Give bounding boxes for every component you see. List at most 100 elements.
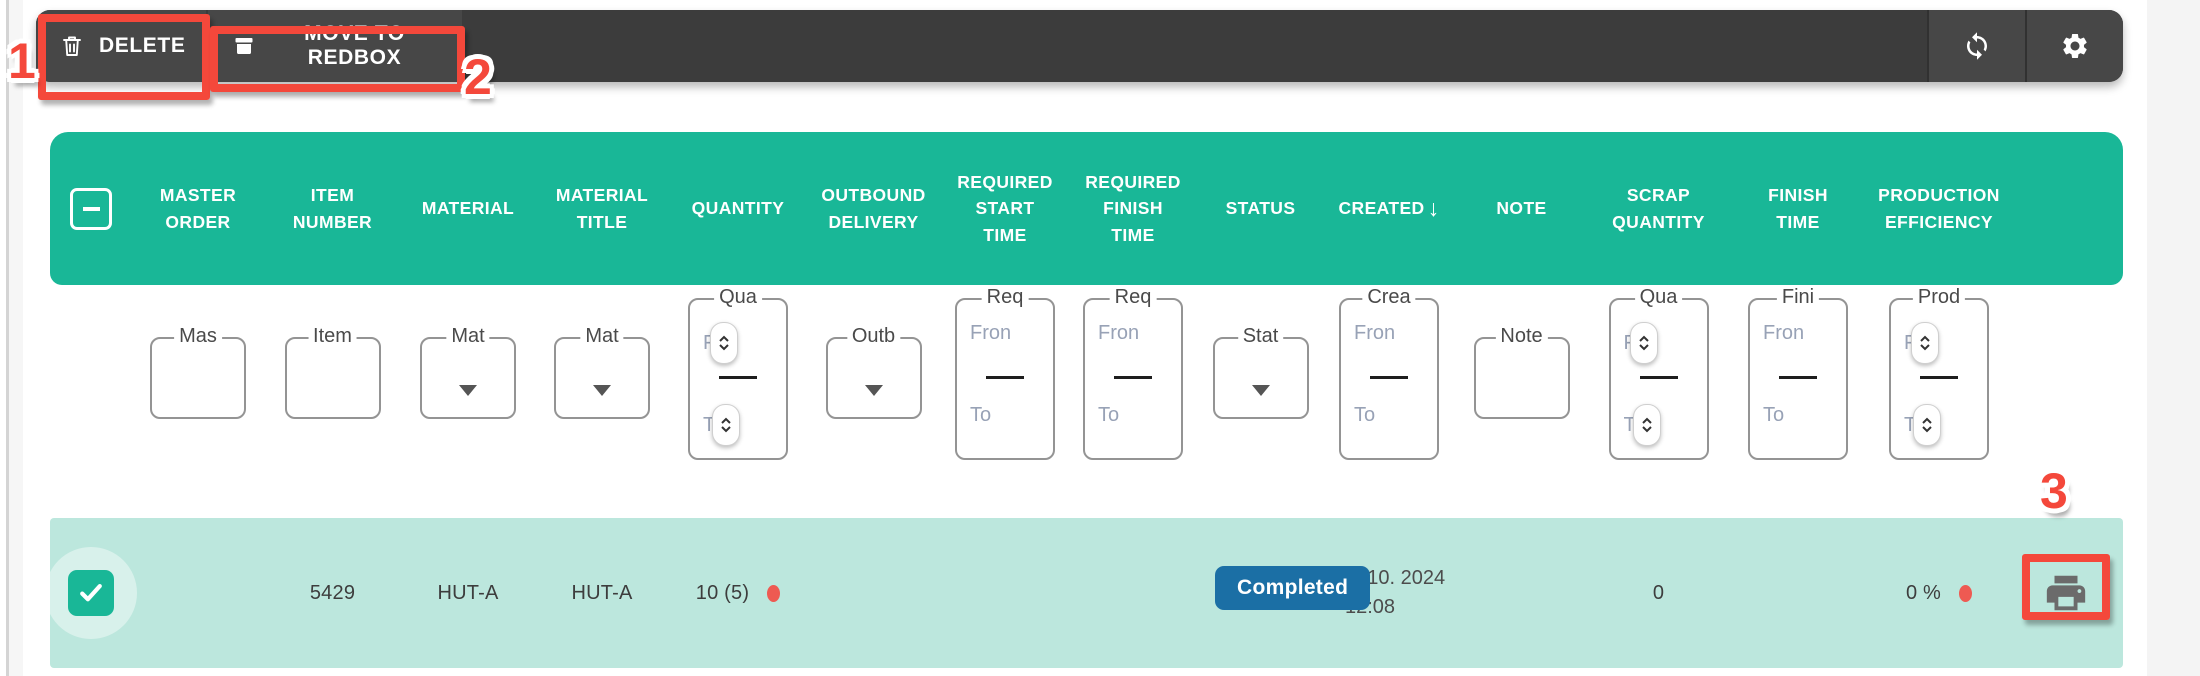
filter-material-title-select[interactable]: Mat	[554, 325, 650, 419]
filter-cell-actions-empty	[2009, 285, 2123, 475]
finish-to-placeholder[interactable]: To	[1763, 404, 1785, 426]
column-header-created[interactable]: CREATED ↓	[1325, 191, 1453, 226]
required-finish-from-placeholder[interactable]: Fron	[1098, 322, 1140, 344]
number-spinner[interactable]	[1913, 404, 1942, 446]
move-to-redbox-button[interactable]: MOVE TO REDBOX	[208, 10, 462, 82]
page-right-gutter	[2147, 0, 2200, 676]
toolbar-spacer	[462, 10, 1927, 82]
print-button[interactable]	[2009, 570, 2123, 616]
column-header-production-efficiency[interactable]: PRODUCTION EFFICIENCY	[1878, 185, 2000, 232]
cell-scrap-quantity: 0	[1652, 581, 1665, 604]
filter-quantity-label: Qua	[714, 286, 762, 309]
column-header-note[interactable]: NOTE	[1496, 198, 1547, 219]
filter-finish-time-range[interactable]: Fini Fron To	[1748, 286, 1848, 460]
required-start-from-placeholder[interactable]: Fron	[970, 322, 1012, 344]
filter-required-finish-label: Req	[1109, 286, 1157, 309]
row-checkbox-cell	[45, 518, 137, 668]
refresh-button[interactable]	[1927, 10, 2025, 82]
finish-from-placeholder[interactable]: Fron	[1763, 322, 1805, 344]
filter-item-number-input[interactable]: Item	[284, 325, 381, 419]
column-header-material-title[interactable]: MATERIAL TITLE	[555, 185, 649, 232]
filter-quantity-range[interactable]: Qua Fr To	[688, 286, 788, 460]
filter-note-input[interactable]: Note	[1473, 325, 1570, 419]
filter-production-efficiency-label: Prod	[1912, 286, 1966, 309]
page-left-strip	[9, 0, 23, 676]
printer-icon	[2043, 570, 2089, 616]
range-divider	[1779, 376, 1817, 379]
filter-outbound-delivery-select[interactable]: Outb	[825, 325, 922, 419]
column-header-finish-time[interactable]: FINISH TIME	[1768, 185, 1828, 232]
indeterminate-minus-icon	[82, 206, 100, 211]
filter-material-label: Mat	[446, 325, 490, 348]
column-header-quantity[interactable]: QUANTITY	[691, 198, 785, 219]
filter-status-select[interactable]: Stat	[1212, 325, 1309, 419]
delete-button[interactable]: DELETE	[36, 10, 206, 82]
cell-production-efficiency: 0 %	[1869, 582, 2009, 605]
filter-created-range[interactable]: Crea Fron To	[1339, 286, 1439, 460]
range-divider	[1920, 376, 1958, 379]
created-to-placeholder[interactable]: To	[1354, 404, 1376, 426]
filter-finish-time-label: Fini	[1776, 286, 1820, 309]
delete-button-label: DELETE	[99, 34, 186, 57]
filter-material-title-label: Mat	[580, 325, 624, 348]
filter-created-label: Crea	[1362, 286, 1416, 309]
created-from-placeholder[interactable]: Fron	[1354, 322, 1396, 344]
table-header: MASTER ORDER ITEM NUMBER MATERIAL MATERI…	[50, 132, 2123, 285]
move-to-redbox-button-label: MOVE TO REDBOX	[304, 22, 405, 69]
column-header-master-order[interactable]: MASTER ORDER	[159, 185, 237, 232]
number-spinner[interactable]	[1910, 322, 1939, 364]
filter-required-start-range[interactable]: Req Fron To	[955, 286, 1055, 460]
range-divider	[719, 376, 757, 379]
filter-required-finish-range[interactable]: Req Fron To	[1083, 286, 1183, 460]
select-all-checkbox[interactable]	[70, 187, 112, 230]
required-finish-to-placeholder[interactable]: To	[1098, 404, 1120, 426]
page-left-border	[6, 0, 9, 676]
trash-icon	[60, 34, 84, 58]
number-spinner[interactable]	[1630, 322, 1659, 364]
chevron-down-icon	[864, 385, 883, 396]
chevron-down-icon	[1251, 385, 1270, 396]
settings-button[interactable]	[2025, 10, 2123, 82]
filter-required-start-label: Req	[981, 286, 1029, 309]
refresh-icon	[1962, 31, 1992, 61]
check-icon	[76, 578, 106, 608]
action-toolbar: DELETE MOVE TO REDBOX	[36, 10, 2123, 82]
required-start-to-placeholder[interactable]: To	[970, 404, 992, 426]
column-header-scrap-quantity[interactable]: SCRAP QUANTITY	[1612, 185, 1705, 232]
column-header-created-label: CREATED	[1338, 198, 1425, 219]
filter-master-order-input[interactable]: Mas	[150, 325, 246, 419]
range-divider	[1639, 376, 1678, 379]
column-header-material[interactable]: MATERIAL	[421, 198, 515, 219]
filter-scrap-quantity-label: Qua	[1634, 286, 1683, 309]
archive-box-icon	[232, 34, 256, 58]
row-checkbox-checked[interactable]	[68, 570, 114, 616]
filter-production-efficiency-range[interactable]: Prod Fr To	[1889, 286, 1989, 460]
column-header-item-number[interactable]: ITEM NUMBER	[292, 185, 373, 232]
range-divider	[986, 376, 1024, 379]
chevron-down-icon	[593, 385, 611, 396]
filter-scrap-quantity-range[interactable]: Qua Fr To	[1608, 286, 1709, 460]
table-row[interactable]: 5429 HUT-A HUT-A 10 (5) 0 0 % Completed …	[45, 518, 2123, 668]
column-header-required-finish-time[interactable]: REQUIRED FINISH TIME	[1085, 172, 1181, 245]
filter-outbound-delivery-label: Outb	[846, 325, 901, 348]
filter-note-label: Note	[1495, 325, 1548, 348]
range-divider	[1114, 376, 1152, 379]
cell-material: HUT-A	[437, 581, 499, 604]
column-header-status[interactable]: STATUS	[1225, 198, 1296, 219]
number-spinner[interactable]	[712, 404, 741, 446]
filter-master-order-label: Mas	[174, 325, 222, 348]
chevron-down-icon	[459, 385, 477, 396]
filter-cell-empty	[50, 285, 132, 475]
column-header-outbound-delivery[interactable]: OUTBOUND DELIVERY	[821, 185, 926, 232]
cell-actions	[2009, 570, 2123, 616]
created-date: 4. 10. 2024	[1345, 567, 1446, 589]
column-header-required-start-time[interactable]: REQUIRED START TIME	[957, 172, 1053, 245]
filter-material-select[interactable]: Mat	[420, 325, 516, 419]
quantity-value: 10 (5)	[695, 581, 750, 604]
filter-status-label: Stat	[1237, 325, 1284, 348]
cell-quantity: 10 (5)	[669, 582, 807, 605]
select-all-cell	[50, 187, 132, 230]
efficiency-value: 0 %	[1905, 581, 1942, 604]
number-spinner[interactable]	[1632, 404, 1661, 446]
number-spinner[interactable]	[709, 322, 738, 364]
